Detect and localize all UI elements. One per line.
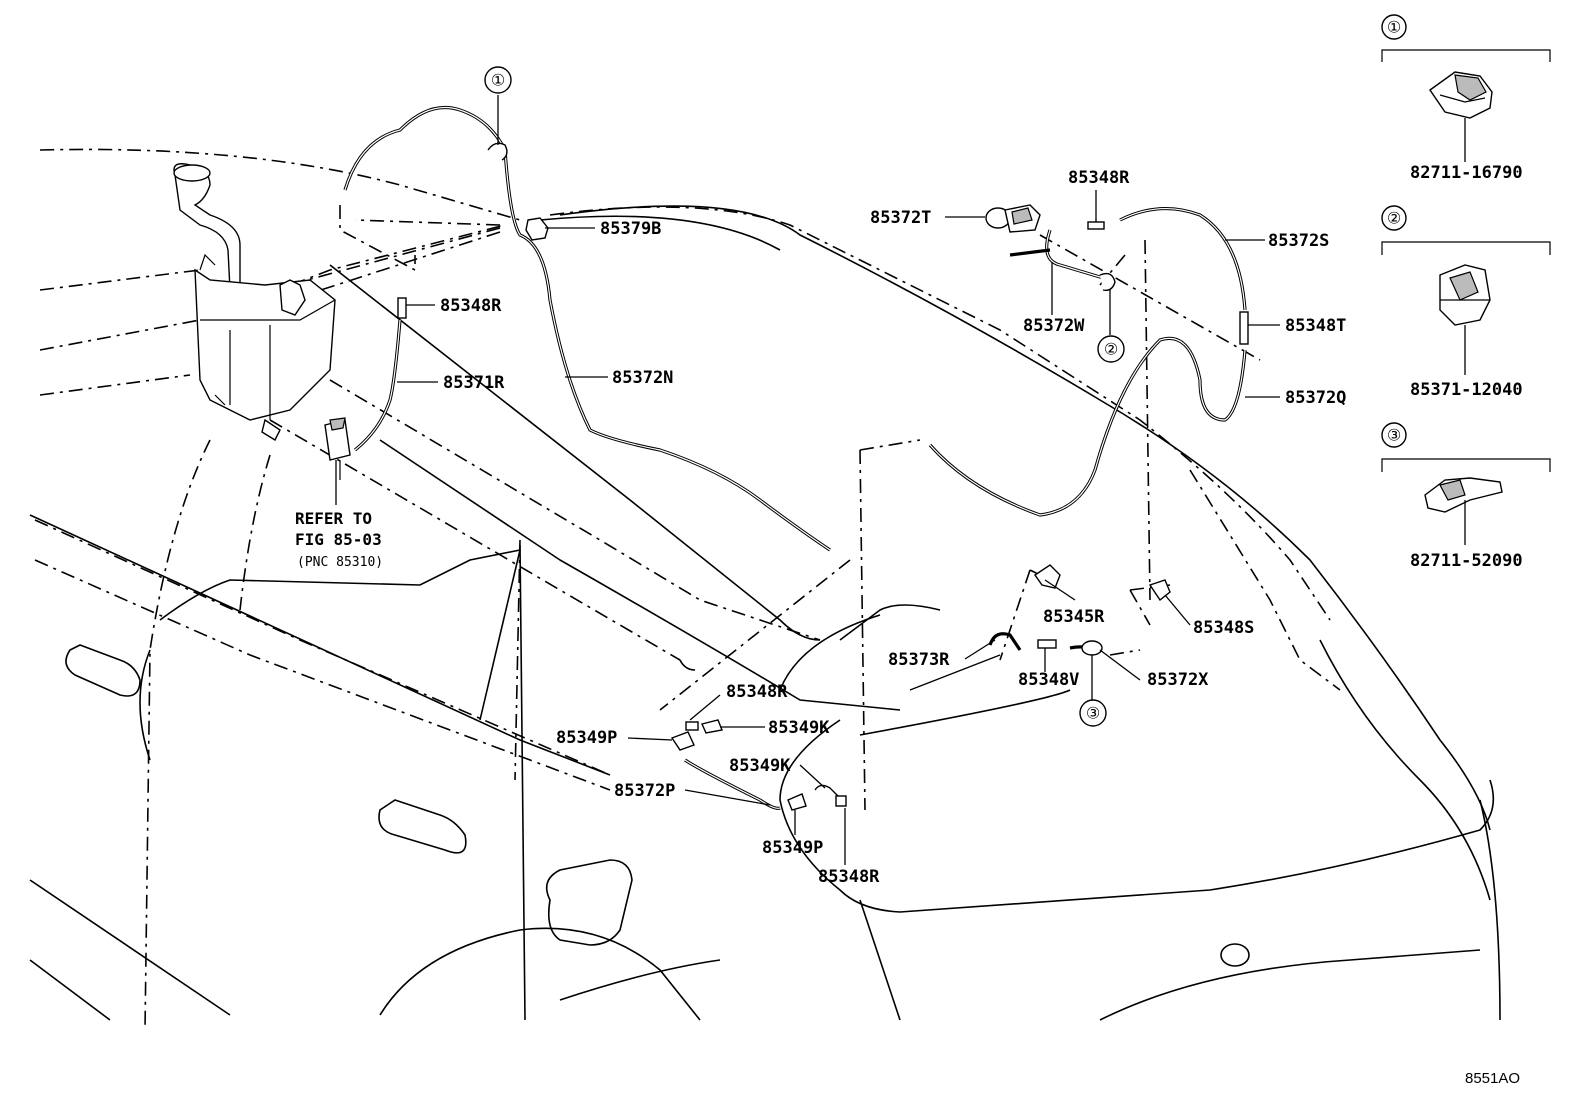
label-85372Q[interactable]: 85372Q <box>1285 388 1346 408</box>
label-85379B[interactable]: 85379B <box>600 219 661 239</box>
hose-clip-icon <box>1424 477 1503 513</box>
label-85372T[interactable]: 85372T <box>870 208 931 228</box>
label-85349P-upper[interactable]: 85349P <box>556 728 617 748</box>
label-85349K-upper[interactable]: 85349K <box>768 718 830 738</box>
figure-code: 8551AO <box>1465 1070 1520 1087</box>
svg-text:REFER TO: REFER TO <box>295 509 372 528</box>
label-85372W[interactable]: 85372W <box>1023 316 1085 336</box>
label-85371R[interactable]: 85371R <box>443 373 505 393</box>
svg-text:①: ① <box>1387 18 1401 37</box>
part-labels: 85379B 85348R 85371R 85372N 85372T 85348… <box>440 168 1346 887</box>
label-85348R-pump[interactable]: 85348R <box>440 296 502 316</box>
label-85348S[interactable]: 85348S <box>1193 618 1254 638</box>
label-85348V[interactable]: 85348V <box>1018 670 1079 690</box>
refer-note: REFER TO FIG 85-03 (PNC 85310) <box>295 509 383 570</box>
legend-part-82711-16790[interactable]: 82711-16790 <box>1410 163 1523 183</box>
legend-item-1: ① 82711-16790 <box>1381 14 1551 183</box>
label-85372P[interactable]: 85372P <box>614 781 675 801</box>
label-85373R[interactable]: 85373R <box>888 650 950 670</box>
dashed-group-lines <box>269 205 1171 811</box>
label-85348R-mid[interactable]: 85348R <box>726 682 788 702</box>
callout-2: ② <box>1097 335 1125 363</box>
label-85348R-top[interactable]: 85348R <box>1068 168 1130 188</box>
svg-text:②: ② <box>1104 340 1118 359</box>
washer-tank-assembly <box>173 163 351 480</box>
callout-1: ① <box>484 66 512 94</box>
callout-3: ③ <box>1079 699 1107 727</box>
legend-part-82711-52090[interactable]: 82711-52090 <box>1410 551 1523 571</box>
label-85372N[interactable]: 85372N <box>612 368 673 388</box>
washer-hoses <box>343 105 1247 810</box>
label-85372X[interactable]: 85372X <box>1147 670 1209 690</box>
vehicle-body-outline <box>29 148 1501 1031</box>
svg-text:①: ① <box>491 71 505 90</box>
clip-icon <box>1439 264 1491 326</box>
leader-lines <box>335 95 1280 865</box>
label-85348T[interactable]: 85348T <box>1285 316 1346 336</box>
label-85372S[interactable]: 85372S <box>1268 231 1329 251</box>
label-85349K-lower[interactable]: 85349K <box>729 756 791 776</box>
svg-text:(PNC 85310): (PNC 85310) <box>297 555 383 570</box>
legend-item-2: ② 85371-12040 <box>1381 205 1551 400</box>
clamp-icon <box>1429 71 1493 119</box>
svg-text:②: ② <box>1387 209 1401 228</box>
svg-text:③: ③ <box>1387 426 1401 445</box>
small-parts <box>397 142 1249 811</box>
legend-part-85371-12040[interactable]: 85371-12040 <box>1410 380 1523 400</box>
label-85345R[interactable]: 85345R <box>1043 607 1105 627</box>
legend-item-3: ③ 82711-52090 <box>1381 422 1551 571</box>
label-85349P-lower[interactable]: 85349P <box>762 838 823 858</box>
svg-text:FIG 85-03: FIG 85-03 <box>295 530 382 549</box>
svg-text:③: ③ <box>1086 704 1100 723</box>
label-85348R-bottom[interactable]: 85348R <box>818 867 880 887</box>
